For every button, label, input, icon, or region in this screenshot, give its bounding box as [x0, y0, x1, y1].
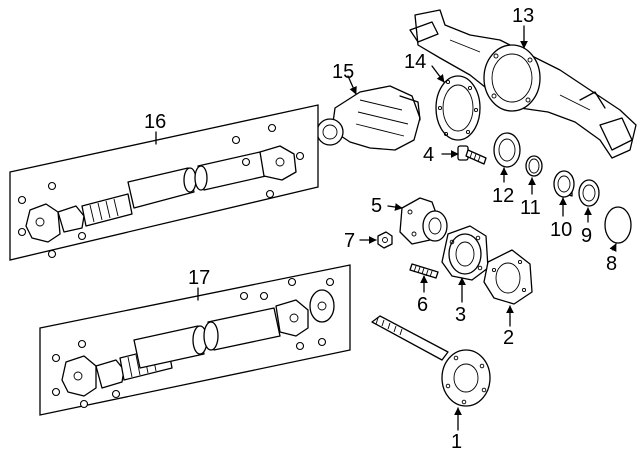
- callout-4: 4: [423, 144, 434, 166]
- callout-14: 14: [404, 51, 426, 73]
- callout-labels: 1 2 3 4 5 6 7 8 9 10 11 12 13 14 15 16 1…: [144, 5, 617, 453]
- stud-bolt: [409, 263, 439, 279]
- propshaft-panel-lower: [39, 264, 351, 416]
- differential-carrier: [316, 85, 421, 151]
- retainer-ring: [578, 179, 600, 207]
- companion-flange: [399, 197, 448, 245]
- callout-16: 16: [144, 111, 166, 133]
- propshaft-panel-upper: [9, 104, 319, 261]
- bearing: [553, 170, 575, 198]
- callout-8: 8: [606, 253, 617, 275]
- axle-shaft: [371, 315, 491, 407]
- callout-12: 12: [492, 185, 514, 207]
- callout-2: 2: [503, 327, 514, 349]
- callout-6: 6: [417, 294, 428, 316]
- retainer-gasket: [483, 249, 533, 305]
- snap-ring: [525, 155, 543, 177]
- callout-11: 11: [520, 197, 541, 219]
- callout-3: 3: [455, 304, 466, 326]
- callout-5: 5: [371, 195, 382, 217]
- o-ring: [604, 206, 632, 244]
- oil-seal: [493, 132, 521, 168]
- callout-1: 1: [451, 431, 462, 453]
- callout-15: 15: [332, 61, 354, 83]
- leader-lines: [155, 25, 617, 431]
- nut: [377, 231, 393, 249]
- callout-9: 9: [581, 225, 592, 247]
- callout-17: 17: [188, 267, 210, 289]
- callout-7: 7: [344, 230, 355, 252]
- bolt: [457, 145, 487, 165]
- callout-13: 13: [512, 5, 534, 27]
- gasket: [435, 75, 481, 141]
- axle-housing: [409, 9, 637, 159]
- callout-10: 10: [550, 219, 572, 241]
- bearing-retainer: [441, 225, 489, 281]
